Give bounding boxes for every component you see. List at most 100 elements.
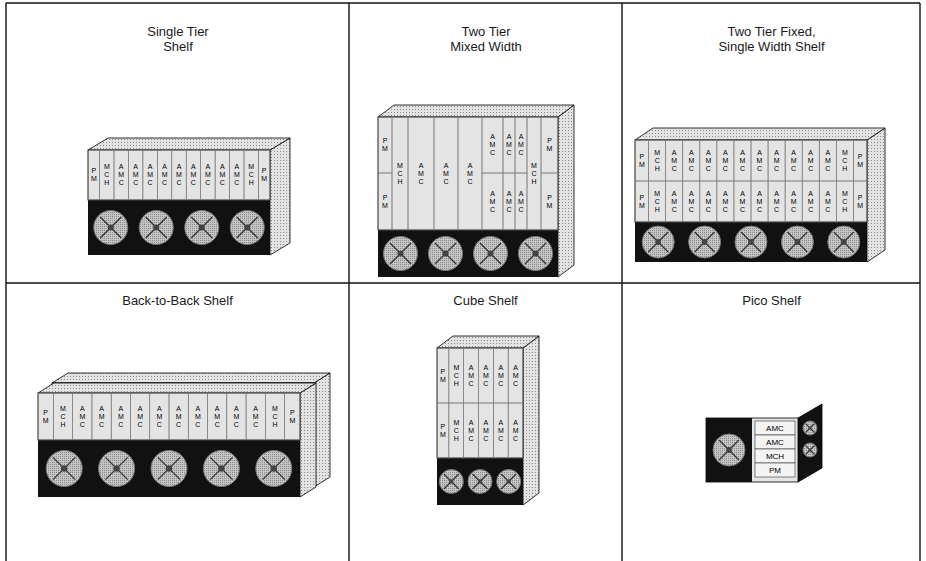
fan-hub (487, 250, 493, 256)
slot-label: AMC (790, 149, 797, 173)
slot-label: AMC (506, 133, 513, 157)
card-slot (111, 393, 130, 440)
slot-label: AMC (824, 190, 831, 214)
slot-label: AMC (705, 149, 712, 173)
slot-label: PM (42, 409, 49, 425)
fan-blade (191, 217, 212, 238)
card-slot (479, 403, 494, 458)
fan-blade (390, 243, 411, 264)
fan-symbol (803, 421, 817, 435)
fan-blade (444, 474, 459, 489)
slot-label: PM (857, 153, 864, 169)
fan-symbol (735, 226, 767, 258)
slot-label: AMC (147, 163, 154, 187)
fan-symbol (139, 211, 173, 245)
shelf-side (558, 105, 574, 277)
fan-hub (726, 447, 732, 453)
card-slot (785, 181, 802, 222)
card-slot (258, 150, 270, 200)
shelf (88, 138, 290, 255)
slot-label: AMC (176, 163, 183, 187)
slot-label: AMC (468, 364, 475, 388)
card-slot (785, 140, 802, 181)
fan-blade (719, 440, 739, 460)
shelf-title: Two Tier Fixed, Single Width Shelf (717, 24, 826, 54)
slot-label: AMC (137, 405, 144, 429)
slot-face (378, 117, 558, 230)
card-slot (246, 393, 265, 440)
shelf-top (88, 138, 290, 150)
slot-label: PM (857, 194, 864, 210)
card-slot (464, 348, 479, 403)
slot-label: AMC (233, 405, 240, 429)
fan-tray (378, 230, 558, 277)
card-slot (853, 140, 867, 181)
slot-label: AMC (807, 190, 814, 214)
card-slot (635, 181, 649, 222)
slot-label: MCH (766, 452, 784, 461)
slot-label: PM (261, 167, 268, 183)
card-slot (649, 181, 666, 222)
fan-symbol (256, 451, 292, 487)
slot-label: AMC (214, 405, 221, 429)
slot-label: AMC (506, 190, 513, 214)
card-slot (482, 173, 503, 230)
shelf-side (867, 128, 885, 262)
slot-label: AMC (739, 149, 746, 173)
slot-label: MCH (841, 190, 848, 214)
card-slot (666, 140, 683, 181)
card-slot (378, 173, 392, 230)
card-slot (73, 393, 92, 440)
card-slot (515, 117, 527, 173)
fan-blade (158, 457, 180, 479)
fan-blade (435, 243, 456, 264)
fan-tray (706, 418, 752, 482)
fan-hub (271, 465, 277, 471)
card-slot (130, 393, 149, 440)
fan-hub (809, 449, 812, 452)
card-slot (836, 140, 853, 181)
fan-symbol (230, 211, 264, 245)
card-slot (635, 140, 649, 181)
slot-label: PM (439, 423, 446, 439)
fan-blade (100, 217, 121, 238)
card-slot (201, 150, 215, 200)
fan-blade (787, 232, 807, 252)
slot-label: AMC (175, 405, 182, 429)
fan-blade (501, 474, 516, 489)
slot-label: AMC (482, 364, 489, 388)
slot-label: AMC (688, 190, 695, 214)
slot-label: PM (289, 409, 296, 425)
fan-blade (695, 232, 715, 252)
card-slot (285, 393, 300, 440)
fan-hub (655, 239, 661, 245)
card-slot (143, 150, 157, 200)
card-slot (230, 150, 244, 200)
slot-label: AMC (739, 190, 746, 214)
shelf-title: Back-to-Back Shelf (121, 293, 234, 308)
card-slot (527, 117, 541, 230)
fan-tray (88, 200, 270, 255)
card-slot (853, 181, 867, 222)
fan-blade (806, 446, 815, 455)
card-slot (717, 181, 734, 222)
card-slot (503, 173, 515, 230)
slot-label: MCH (248, 163, 255, 187)
shelf-top (52, 373, 330, 383)
card-slot (92, 393, 111, 440)
slot-label: PM (546, 137, 553, 153)
card-slot (683, 140, 700, 181)
slot-label: PM (382, 137, 389, 153)
panel-grid (6, 3, 920, 561)
shelf-top (38, 383, 316, 393)
slot-label: AMC (518, 190, 525, 214)
fan-blade (648, 232, 668, 252)
slot-label: AMC (497, 364, 504, 388)
card-slot (114, 150, 128, 200)
card-slot (541, 173, 558, 230)
slot-label: AMC (190, 163, 197, 187)
card-slot (493, 348, 508, 403)
slot-label: AMC (766, 438, 784, 447)
fan-hub (841, 239, 847, 245)
fan-symbol (46, 451, 82, 487)
